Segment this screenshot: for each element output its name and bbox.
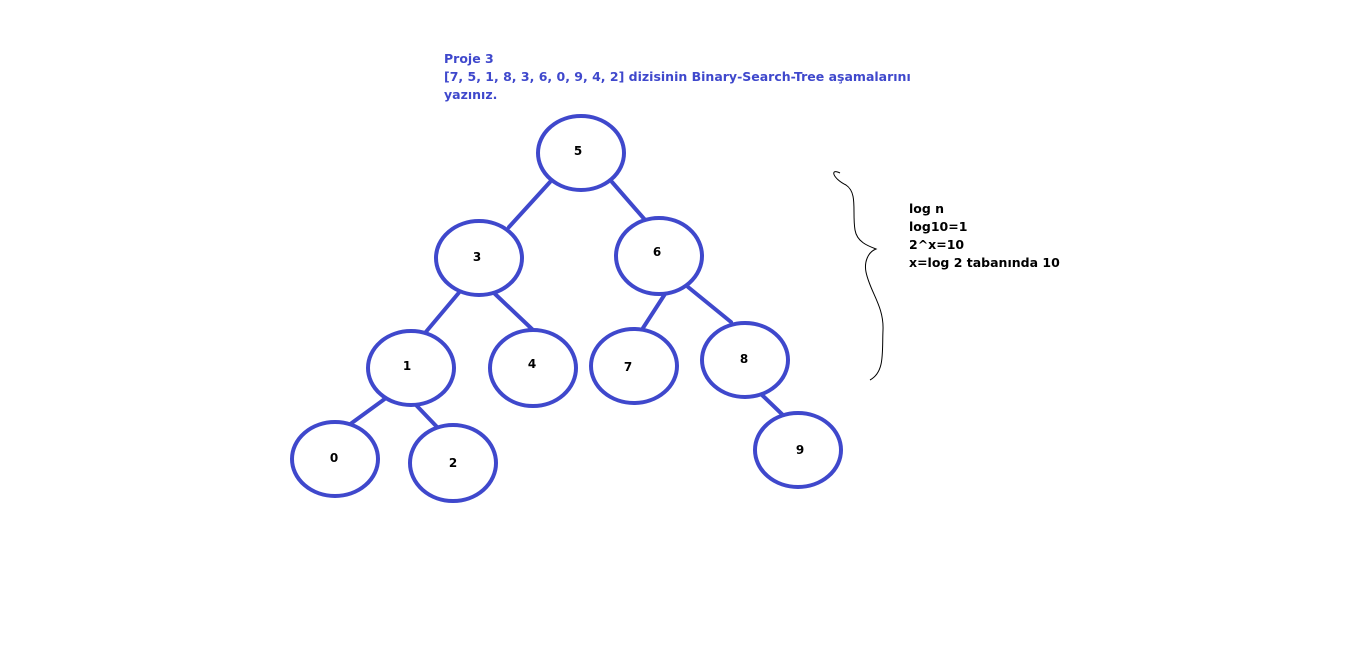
note-line-4: x=log 2 tabanında 10 xyxy=(909,255,1060,270)
node-8-label: 8 xyxy=(740,352,748,366)
task-description-line2: yazınız. xyxy=(444,87,498,102)
node-9-circle xyxy=(753,411,843,489)
edge-5-3 xyxy=(507,180,552,229)
node-4-circle xyxy=(488,328,578,408)
edge-3-4 xyxy=(492,291,535,332)
node-8-circle xyxy=(700,321,790,399)
node-1-label: 1 xyxy=(403,359,411,373)
node-5-circle xyxy=(536,114,626,192)
edge-1-2 xyxy=(414,403,440,430)
node-3-circle xyxy=(434,219,524,297)
notes-block: log n log10=1 2^x=10 x=log 2 tabanında 1… xyxy=(909,200,1060,272)
edge-3-1 xyxy=(423,287,464,335)
edge-5-6 xyxy=(610,180,648,223)
node-7-circle xyxy=(589,327,679,405)
node-3-label: 3 xyxy=(473,250,481,264)
note-line-2: log10=1 xyxy=(909,219,968,234)
note-line-1: log n xyxy=(909,201,945,216)
note-line-3: 2^x=10 xyxy=(909,237,965,252)
node-0-circle xyxy=(290,420,380,498)
tree-node-labels: 5 3 6 1 4 7 8 0 2 9 xyxy=(330,144,804,470)
node-2-label: 2 xyxy=(449,456,457,470)
node-9-label: 9 xyxy=(796,443,804,457)
node-6-label: 6 xyxy=(653,245,661,259)
task-description-line1: [7, 5, 1, 8, 3, 6, 0, 9, 4, 2] dizisinin… xyxy=(444,69,911,84)
node-7-label: 7 xyxy=(624,360,632,374)
edge-1-0 xyxy=(347,396,388,427)
curly-brace xyxy=(833,171,884,381)
project-title: Proje 3 xyxy=(444,51,494,66)
node-2-circle xyxy=(408,423,498,503)
tree-nodes xyxy=(290,114,843,503)
edge-6-8 xyxy=(686,285,733,324)
node-1-circle xyxy=(366,329,456,407)
node-0-label: 0 xyxy=(330,451,338,465)
edge-6-7 xyxy=(641,292,667,330)
node-6-circle xyxy=(614,216,704,296)
node-4-label: 4 xyxy=(528,357,536,371)
node-5-label: 5 xyxy=(574,144,582,158)
task-header: Proje 3 [7, 5, 1, 8, 3, 6, 0, 9, 4, 2] d… xyxy=(444,50,911,104)
